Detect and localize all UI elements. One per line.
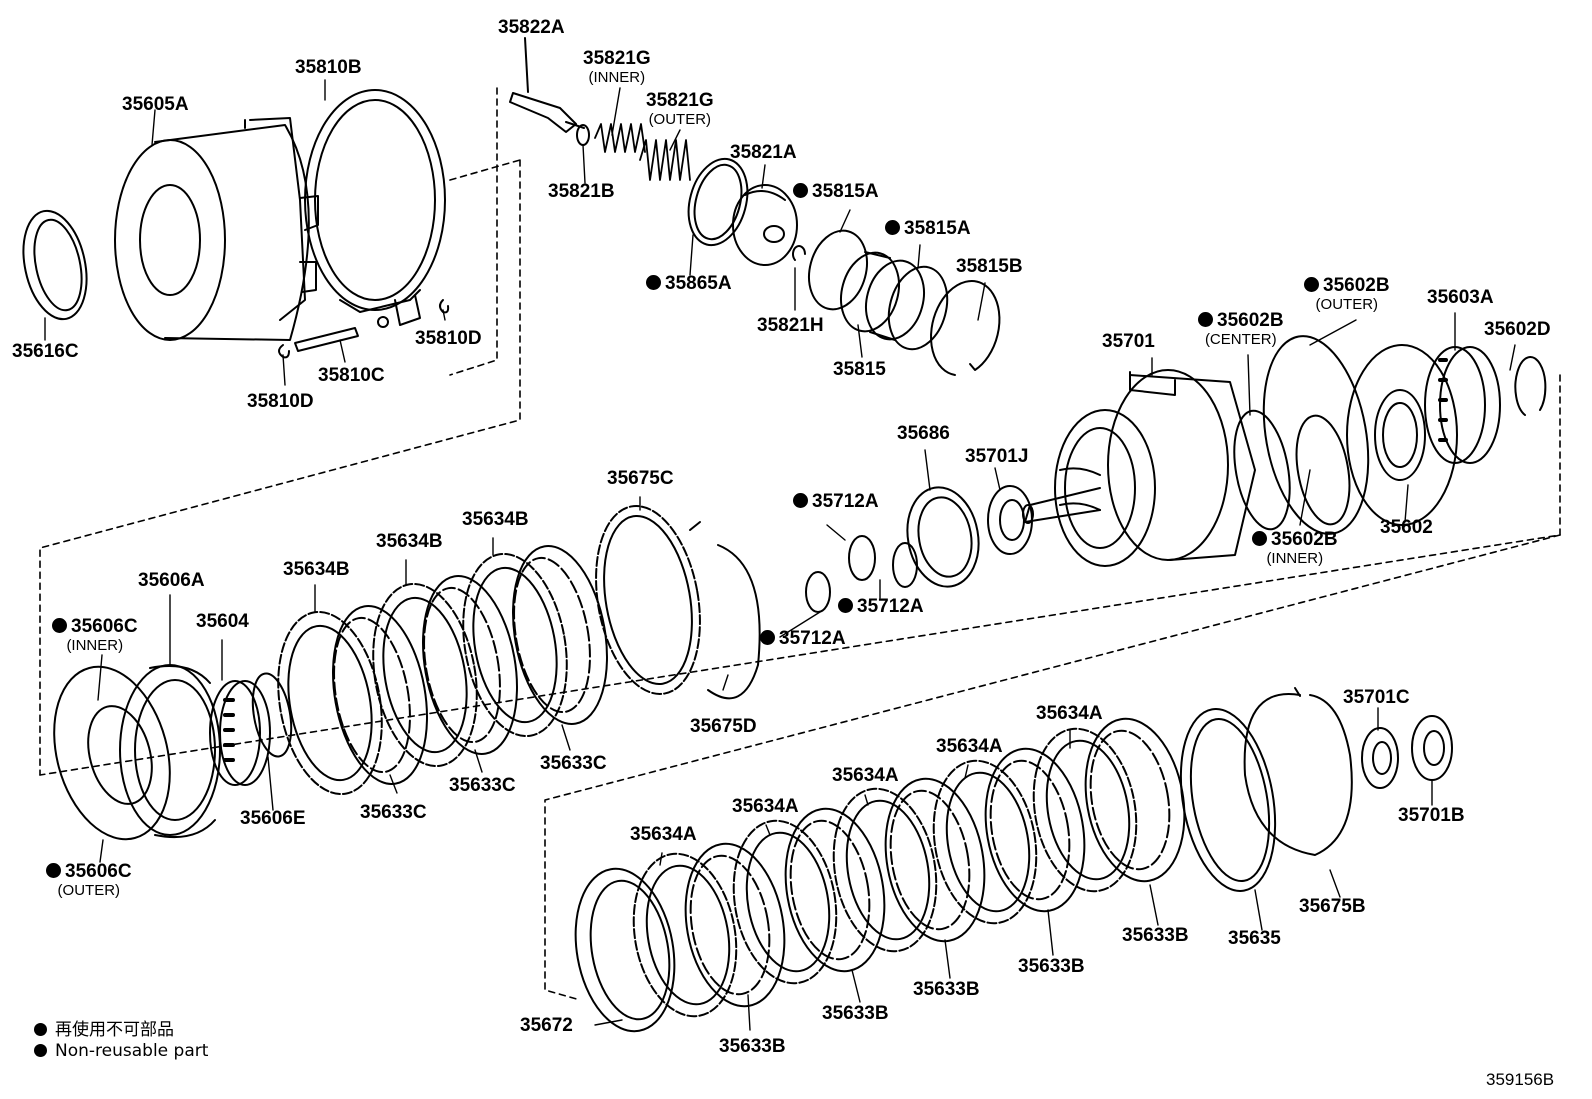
part-35602-retainer [1346,344,1458,526]
part-35602b-inner [1295,414,1351,526]
part-35634a-disc-4 [932,759,1038,925]
part-35602d-snapring [1514,356,1547,416]
part-35604-spring-retainer [209,680,271,786]
part-35634a-disc-1 [632,852,738,1018]
part-35633c-plate-3 [512,545,608,725]
part-35672-plate [574,867,676,1033]
part-35821a-piston [732,184,798,266]
part-35633b-plate-4 [984,747,1086,913]
part-35821g-outer-spring [639,139,691,181]
part-35810c-pin [294,327,359,352]
part-35633c-plate-2 [422,575,518,755]
part-35865a-oring [687,157,749,247]
part-35701j-bearing [987,485,1033,555]
part-35602b-outer [1262,335,1370,535]
part-35822a-rod [509,37,585,133]
part-35633b-plate-2 [784,807,886,973]
part-35606c-inner [87,705,153,805]
part-35633b-plate-3 [884,777,986,943]
part-35675d-snapring [689,521,761,700]
part-35815a-oring-1 [808,229,868,311]
part-35686-race [906,486,980,588]
group-boundary-lines [39,87,1561,1001]
part-35634b-disc-2 [372,582,478,768]
part-35634b-disc-1 [277,610,383,796]
part-35810b-band [304,89,446,328]
part-35606c-outer [53,665,171,841]
part-35701-hub [1022,369,1256,567]
part-35635-flange [1179,708,1277,892]
part-35675c-flange [595,505,701,695]
part-35634a-disc-2 [732,819,838,985]
part-35633b-plate-1 [684,842,786,1008]
part-35675b-snapring [1243,687,1353,856]
part-35634b-disc-3 [462,552,568,738]
part-35712a-seals [805,535,918,613]
part-35633c-plate-1 [332,605,428,785]
part-35815-sleeve [840,251,925,341]
part-35633b-plate-5 [1084,717,1186,883]
part-35821h-eclip [792,245,806,261]
part-35606a-piston [119,664,221,839]
part-35815a-oring-2 [887,265,949,351]
part-35701b-bearing [1411,715,1453,781]
part-35616c-washer [22,209,88,321]
part-35701c-race [1361,727,1399,789]
part-35605a-drum [114,117,319,341]
part-35602b-center [1233,409,1291,531]
part-35821g-inner-spring [594,123,646,153]
leader-lines [44,79,1516,1031]
part-35606e-oring [251,672,293,758]
part-35815b-snapring [930,280,1001,376]
part-35634a-disc-3 [832,787,938,953]
part-35634a-disc-5 [1032,727,1138,893]
